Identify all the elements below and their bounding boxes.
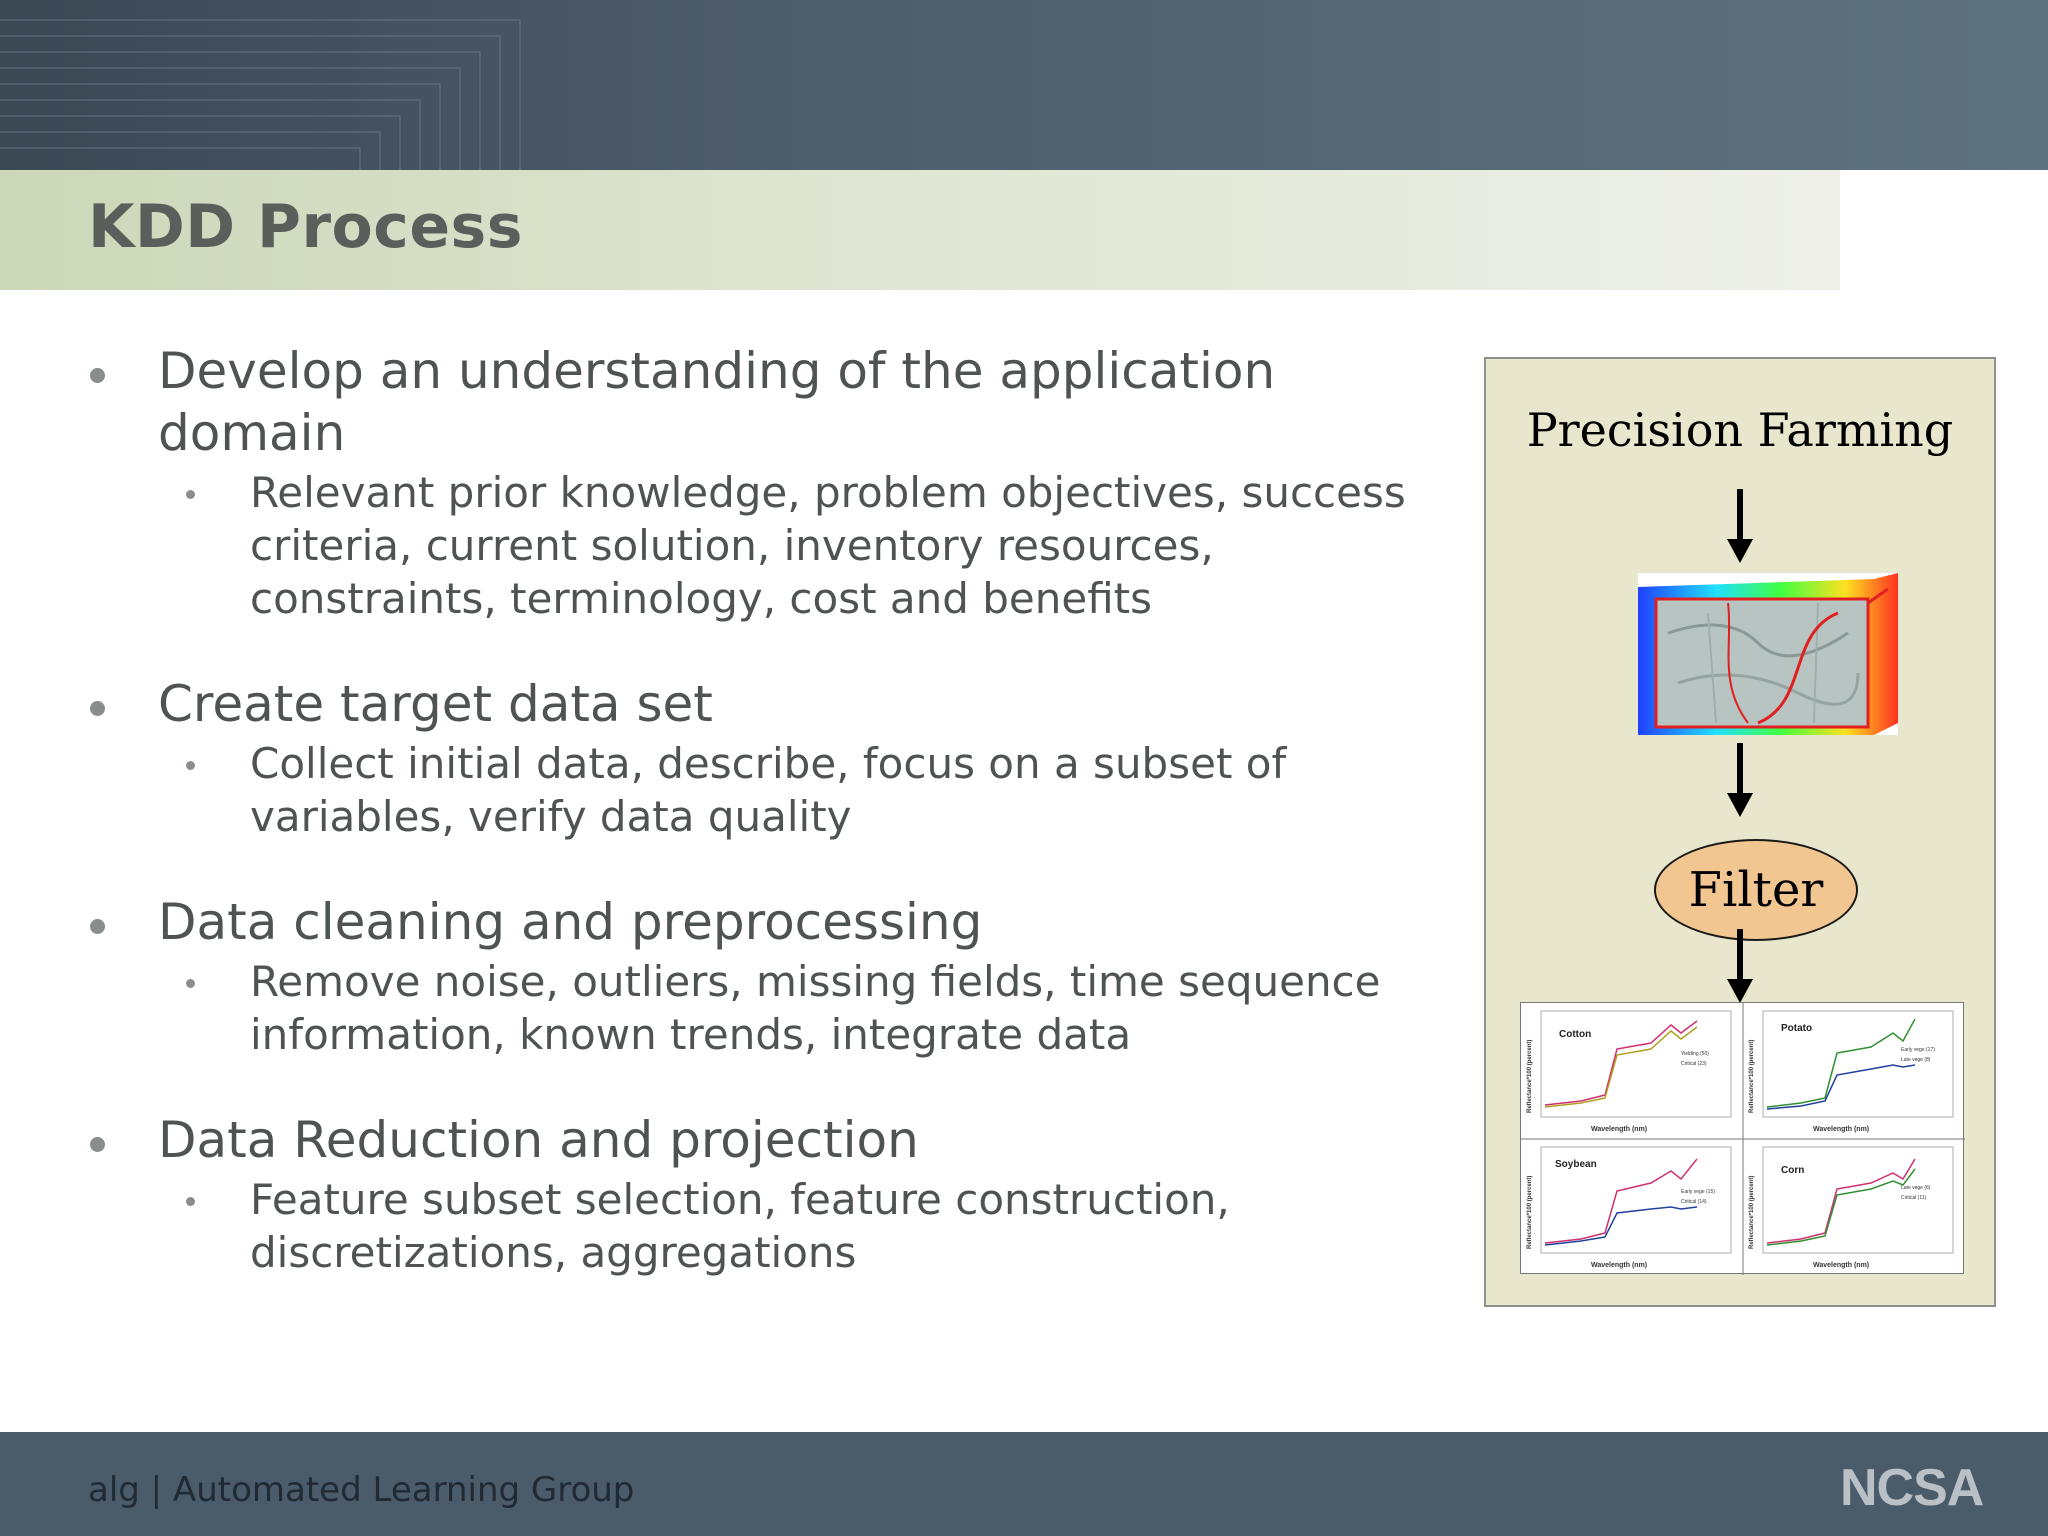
sub-bullet-line: discretizations, aggregations [250,1228,857,1277]
chart-panel-title: Potato [1781,1023,1812,1034]
bullet-icon [90,701,105,716]
sub-bullet-icon [186,490,195,499]
bullet-item: Create target data set [80,673,1460,735]
sub-bullet-icon [186,1197,195,1206]
header-bar [0,0,2048,170]
svg-text:Yielding (50): Yielding (50) [1681,1051,1709,1057]
bullet-list: Develop an understanding of the applicat… [80,340,1460,1279]
sub-bullet-line: Remove noise, outliers, missing fields, … [250,957,1381,1006]
chart-panel-title: Soybean [1555,1159,1597,1170]
sub-bullet-item: Remove noise, outliers, missing fields, … [80,955,1460,1061]
arrow-down-icon [1727,929,1753,1003]
chart-panel-title: Corn [1781,1165,1804,1176]
svg-text:Late vege (6): Late vege (6) [1901,1185,1931,1191]
sub-bullet-line: variables, verify data quality [250,792,852,841]
sub-bullet-icon [186,979,195,988]
ncsa-logo: NCSA [1840,1459,1984,1517]
sub-bullet-line: constraints, terminology, cost and benef… [250,574,1153,623]
sub-bullet-line: criteria, current solution, inventory re… [250,521,1214,570]
bullet-icon [90,368,105,383]
chart-panel-corn: Corn Late vege (6) Critical (11) Wavelen… [1749,1146,1954,1269]
sub-bullet-line: Relevant prior knowledge, problem object… [250,468,1406,517]
y-axis-label: Reflectance*100 (percent) [1527,1176,1533,1249]
header-decoration [0,19,521,170]
sub-bullet-item: Collect initial data, describe, focus on… [80,737,1460,843]
chart-panel-title: Cotton [1559,1029,1591,1040]
footer-bar [0,1432,2048,1536]
y-axis-label: Reflectance*100 (percent) [1527,1040,1533,1113]
x-axis-label: Wavelength (nm) [1591,1262,1647,1269]
bullet-text: Data Reduction and projection [158,1111,919,1169]
footer-text: alg | Automated Learning Group [88,1470,635,1510]
sub-bullet-line: information, known trends, integrate dat… [250,1010,1132,1059]
slide-title: KDD Process [88,192,523,262]
x-axis-label: Wavelength (nm) [1813,1262,1869,1269]
bullet-item: Data cleaning and preprocessing [80,891,1460,953]
y-axis-label: Reflectance*100 (percent) [1749,1040,1755,1113]
bullet-icon [90,1137,105,1152]
bullet-item: Develop an understanding of the applicat… [80,340,1460,464]
spectral-charts: Cotton Yielding (50) Critical (23) Wavel… [1520,1002,1965,1275]
bullet-text: Create target data set [158,675,713,733]
chart-panel-potato: Potato Early vege (17) Late vege (8) Wav… [1749,1010,1954,1133]
svg-text:Critical (11): Critical (11) [1901,1195,1927,1201]
field-image [1638,573,1898,735]
x-axis-label: Wavelength (nm) [1591,1126,1647,1133]
title-bar [0,170,1840,290]
sub-bullet-line: Collect initial data, describe, focus on… [250,739,1287,788]
svg-text:Critical (23): Critical (23) [1681,1061,1707,1067]
chart-panel-cotton: Cotton Yielding (50) Critical (23) Wavel… [1527,1010,1732,1133]
y-axis-label: Reflectance*100 (percent) [1749,1176,1755,1249]
x-axis-label: Wavelength (nm) [1813,1126,1869,1133]
arrow-down-icon [1727,743,1753,817]
diagram-top-label: Precision Farming [1526,403,1954,457]
svg-text:Early vege (17): Early vege (17) [1901,1047,1935,1053]
sub-bullet-line: Feature subset selection, feature constr… [250,1175,1230,1224]
sub-bullet-item: Feature subset selection, feature constr… [80,1173,1460,1279]
chart-panel-soybean: Soybean Early vege (15) Critical (14) Wa… [1527,1146,1732,1269]
filter-node: Filter [1654,839,1858,941]
svg-text:Critical (14): Critical (14) [1681,1199,1707,1205]
bullet-text: Data cleaning and preprocessing [158,893,983,951]
bullet-item: Data Reduction and projection [80,1109,1460,1171]
svg-text:Early vege (15): Early vege (15) [1681,1189,1715,1195]
precision-farming-diagram: Precision Farming Filter [1484,357,1996,1307]
sub-bullet-icon [186,761,195,770]
svg-text:Late vege (8): Late vege (8) [1901,1057,1931,1063]
bullet-text: Develop an understanding of the applicat… [158,342,1276,462]
spectral-charts-graphic: Cotton Yielding (50) Critical (23) Wavel… [1521,1003,1965,1275]
bullet-icon [90,919,105,934]
arrow-down-icon [1727,489,1753,563]
sub-bullet-item: Relevant prior knowledge, problem object… [80,466,1460,625]
